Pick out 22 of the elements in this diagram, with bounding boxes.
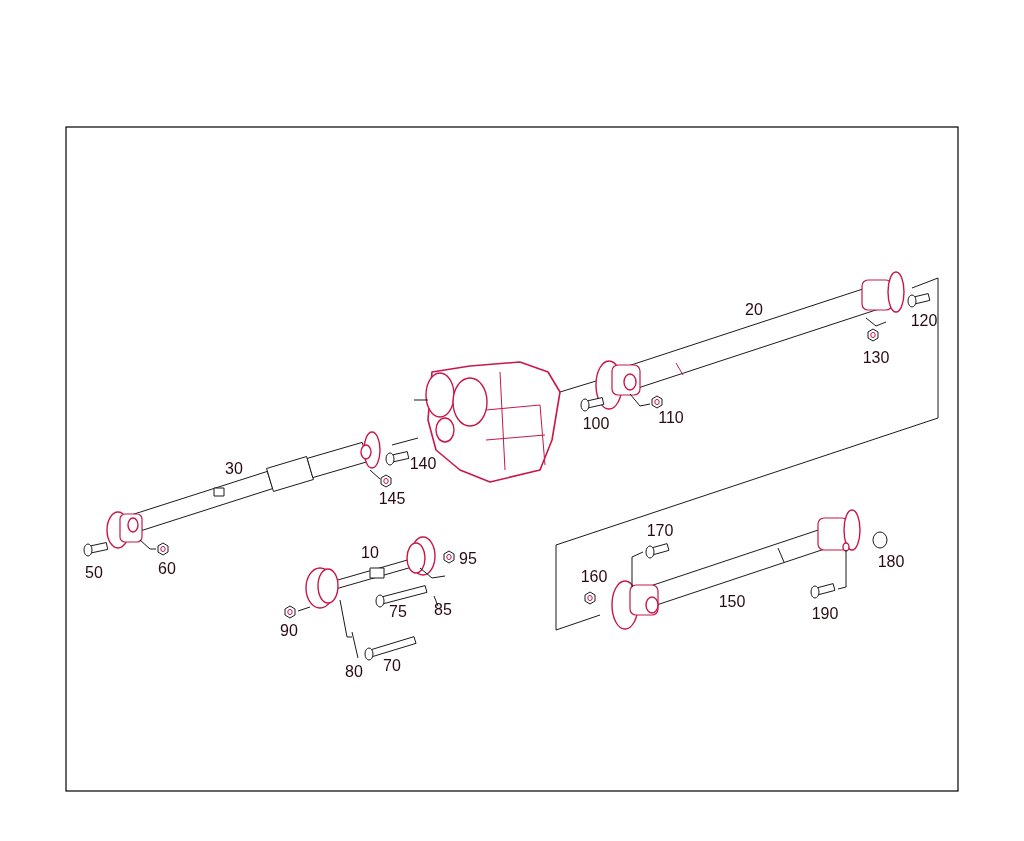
callout-number: 75 bbox=[389, 603, 407, 621]
callout-number: 80 bbox=[345, 663, 363, 681]
callout-number: 100 bbox=[582, 415, 610, 433]
callout-number: 150 bbox=[718, 593, 746, 611]
callout-number: 130 bbox=[862, 349, 890, 367]
callout-number: 95 bbox=[459, 550, 477, 568]
callout-number: 110 bbox=[658, 409, 684, 427]
callout-number: 50 bbox=[85, 564, 103, 582]
callout-number: 190 bbox=[811, 605, 839, 623]
callout-number: 120 bbox=[910, 312, 938, 330]
callout-number: 140 bbox=[409, 455, 437, 473]
callout-number: 20 bbox=[745, 301, 763, 319]
callout-number: 170 bbox=[646, 522, 674, 540]
callout-number: 70 bbox=[383, 657, 401, 675]
callout-number: 10 bbox=[361, 544, 379, 562]
callout-number: 85 bbox=[434, 601, 452, 619]
callout-number: 180 bbox=[877, 553, 905, 571]
callout-number: 160 bbox=[580, 568, 608, 586]
callout-number: 90 bbox=[280, 622, 298, 640]
callout-number: 145 bbox=[378, 490, 406, 508]
callout-number: 60 bbox=[158, 560, 176, 578]
callout-number: 30 bbox=[225, 460, 243, 478]
